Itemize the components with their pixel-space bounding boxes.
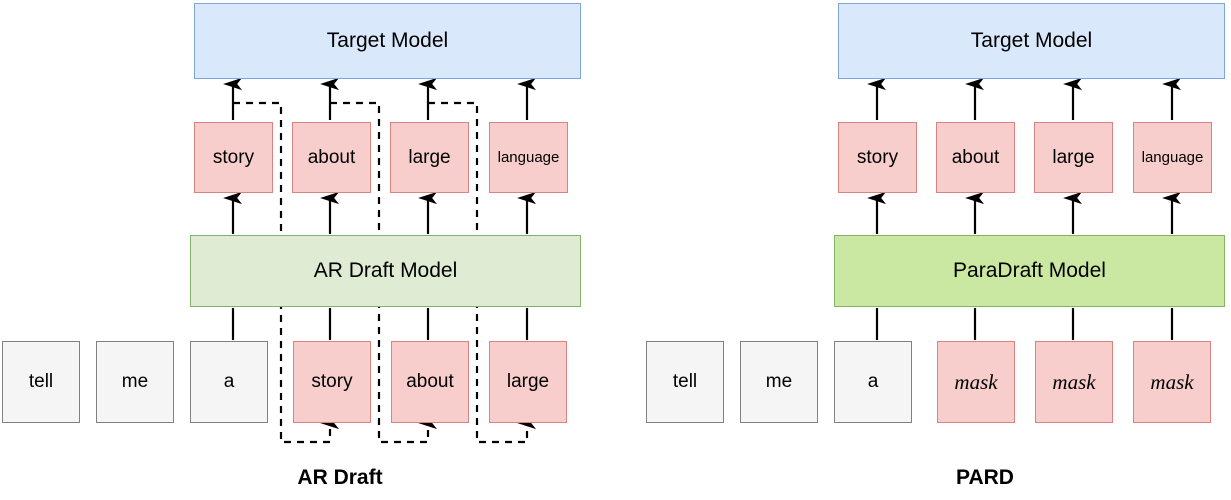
right-input-token-5-label: mask bbox=[1150, 369, 1194, 394]
right-output-token-0[interactable]: story bbox=[838, 122, 917, 193]
left-input-token-5-label: large bbox=[506, 371, 550, 392]
right-panel-caption: PARD bbox=[956, 466, 1014, 489]
right-input-token-2-label: a bbox=[867, 371, 879, 392]
right-input-token-5[interactable]: mask bbox=[1133, 341, 1211, 423]
left-target-model-box[interactable]: Target Model bbox=[194, 3, 581, 79]
left-input-token-3-label: story bbox=[311, 371, 353, 392]
right-input-token-3-label: mask bbox=[954, 369, 998, 394]
left-output-token-3-label: language bbox=[497, 149, 560, 166]
right-output-token-2-label: large bbox=[1052, 146, 1095, 168]
right-output-token-3-label: language bbox=[1141, 149, 1204, 166]
right-input-token-4[interactable]: mask bbox=[1035, 341, 1113, 423]
left-arrows-input-to-draft bbox=[231, 308, 529, 340]
left-output-token-3[interactable]: language bbox=[489, 122, 568, 193]
left-draft-model-label: AR Draft Model bbox=[313, 259, 458, 282]
right-output-token-0-label: story bbox=[856, 146, 899, 168]
right-output-token-3[interactable]: language bbox=[1133, 122, 1212, 193]
left-input-token-3[interactable]: story bbox=[293, 341, 371, 423]
right-input-token-4-label: mask bbox=[1052, 369, 1096, 394]
right-input-token-3[interactable]: mask bbox=[937, 341, 1015, 423]
left-arrows-to-target bbox=[223, 77, 537, 120]
right-draft-model-box[interactable]: ParaDraft Model bbox=[834, 235, 1225, 307]
left-draft-model-box[interactable]: AR Draft Model bbox=[190, 235, 581, 307]
left-target-model-label: Target Model bbox=[326, 29, 449, 52]
left-input-token-0[interactable]: tell bbox=[2, 341, 80, 423]
right-target-model-box[interactable]: Target Model bbox=[838, 3, 1225, 79]
right-target-model-label: Target Model bbox=[970, 29, 1093, 52]
right-output-token-1-label: about bbox=[951, 146, 1000, 168]
right-arrows-input-to-draft bbox=[875, 308, 1174, 340]
right-input-token-2[interactable]: a bbox=[834, 341, 912, 423]
left-input-token-1[interactable]: me bbox=[96, 341, 174, 423]
left-input-token-4[interactable]: about bbox=[391, 341, 469, 423]
left-input-token-2[interactable]: a bbox=[190, 341, 268, 423]
left-output-token-0[interactable]: story bbox=[194, 122, 273, 193]
right-arrows-draft-to-tokens bbox=[867, 191, 1182, 234]
left-arrows-draft-to-tokens bbox=[223, 191, 537, 234]
right-output-token-2[interactable]: large bbox=[1034, 122, 1113, 193]
left-input-token-5[interactable]: large bbox=[489, 341, 567, 423]
right-arrows-to-target bbox=[867, 77, 1182, 120]
right-input-token-1-label: me bbox=[765, 371, 793, 392]
left-panel-caption: AR Draft bbox=[297, 466, 383, 489]
left-output-token-0-label: story bbox=[212, 146, 255, 168]
right-input-token-0[interactable]: tell bbox=[646, 341, 724, 423]
right-output-token-1[interactable]: about bbox=[936, 122, 1015, 193]
left-output-token-1[interactable]: about bbox=[292, 122, 371, 193]
right-input-token-1[interactable]: me bbox=[740, 341, 818, 423]
left-input-token-0-label: tell bbox=[28, 371, 54, 392]
left-output-token-2[interactable]: large bbox=[390, 122, 469, 193]
left-input-token-2-label: a bbox=[223, 371, 235, 392]
left-output-token-1-label: about bbox=[307, 146, 356, 168]
left-input-token-4-label: about bbox=[406, 371, 454, 392]
left-output-token-2-label: large bbox=[408, 146, 451, 168]
right-input-token-0-label: tell bbox=[672, 371, 698, 392]
right-draft-model-label: ParaDraft Model bbox=[953, 259, 1106, 282]
left-input-token-1-label: me bbox=[121, 371, 149, 392]
